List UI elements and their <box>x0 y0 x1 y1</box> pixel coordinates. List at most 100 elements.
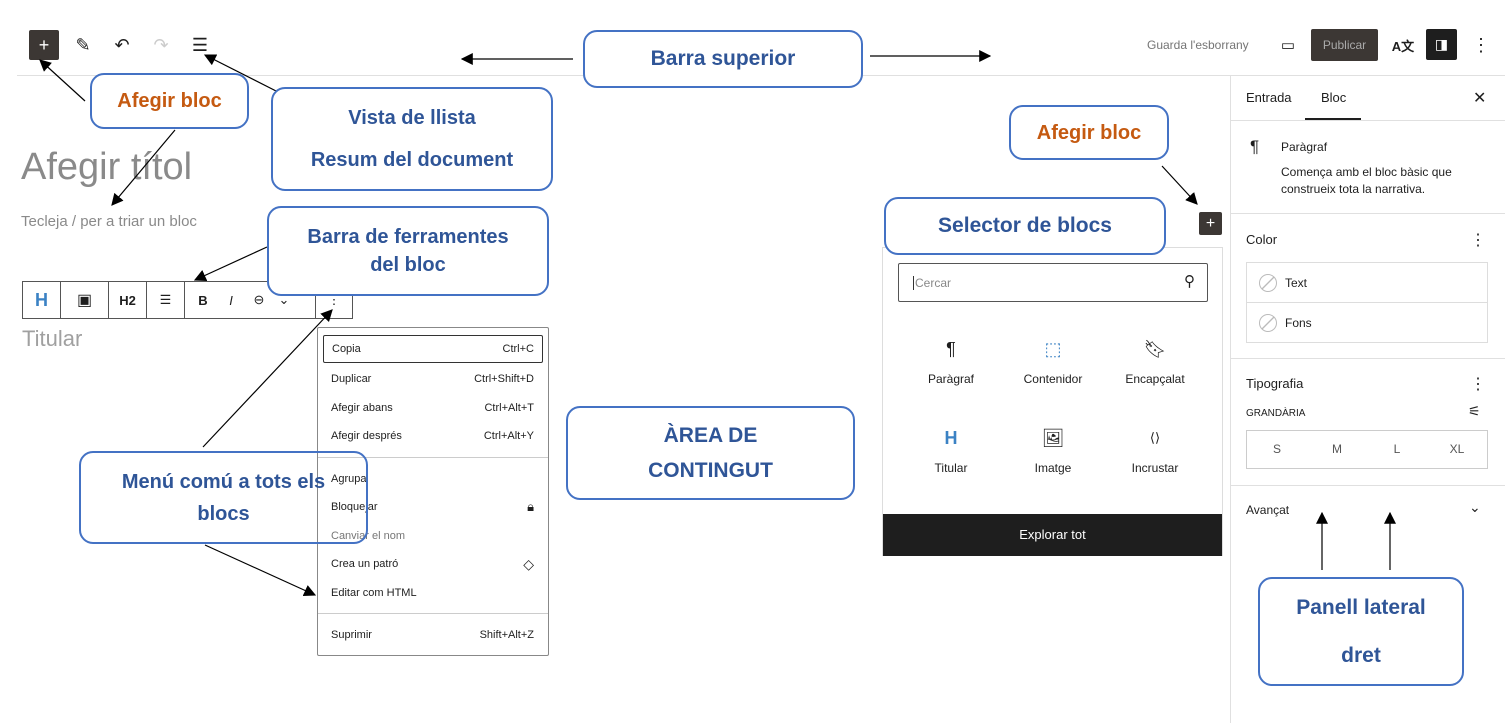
block-cover[interactable]: 🔖︎Encapçalat <box>1105 334 1205 386</box>
empty-swatch-icon <box>1259 313 1277 332</box>
block-group[interactable]: ⬚Contenidor <box>1003 334 1103 386</box>
callout-text: Panell lateral <box>1296 596 1426 620</box>
block-label: Titular <box>934 461 968 475</box>
menu-item-label: Copia <box>332 343 361 355</box>
sidebar-icon: ◨ <box>1434 36 1449 52</box>
paragraph-icon: ¶ <box>946 339 956 359</box>
block-type-button[interactable]: H <box>23 282 61 318</box>
italic-button[interactable]: I <box>229 292 233 308</box>
block-toolbar: H ▣ H2 ☰ B I ⊖ ⌄ ⋮ <box>22 281 353 319</box>
menu-item-lock[interactable]: Bloquejar🔒︎ <box>318 493 548 521</box>
more-formats-button[interactable]: ⌄ <box>277 282 316 318</box>
size-m[interactable]: M <box>1332 442 1342 456</box>
settings-sidebar-button[interactable]: ◨ <box>1426 29 1457 60</box>
tab-bloc[interactable]: Bloc <box>1321 90 1347 105</box>
heading-level-button[interactable]: H2 <box>109 282 147 318</box>
divider <box>1230 358 1505 359</box>
bookmark-icon: 🔖︎ <box>1143 339 1167 359</box>
callout-text: ÀREA DE <box>663 423 758 447</box>
browse-all-button[interactable]: Explorar tot <box>883 514 1222 556</box>
typography-options-button[interactable]: ⋮ <box>1470 376 1486 393</box>
publish-button[interactable]: Publicar <box>1311 29 1378 61</box>
menu-item-shortcut: Ctrl+Alt+T <box>484 402 534 414</box>
callout-text: Menú comú a tots els <box>121 470 326 493</box>
search-icon: ⚲ <box>1184 273 1195 290</box>
typography-panel-title: Tipografia <box>1246 376 1304 391</box>
inline-add-block-button[interactable]: + <box>1199 212 1222 235</box>
tab-entrada[interactable]: Entrada <box>1246 90 1292 105</box>
bold-button[interactable]: B <box>198 292 208 308</box>
color-text-item[interactable]: Text <box>1247 263 1487 303</box>
menu-item-label: Suprimir <box>331 629 372 641</box>
arrow <box>203 54 281 94</box>
menu-item-delete[interactable]: Suprimir Shift+Alt+Z <box>318 621 548 649</box>
menu-item-edit-html[interactable]: Editar com HTML <box>318 579 548 607</box>
color-background-item[interactable]: Fons <box>1247 303 1487 342</box>
menu-item-label: Editar com HTML <box>331 587 417 599</box>
heading-icon: H <box>944 428 958 448</box>
active-tab-indicator <box>1305 118 1361 120</box>
align-button[interactable]: ☰ <box>147 282 185 318</box>
menu-item-rename[interactable]: Canviar el nom <box>318 522 548 550</box>
plus-icon: + <box>1205 214 1216 232</box>
list-view-icon: ☰ <box>191 34 209 55</box>
redo-button[interactable]: ↷ <box>146 30 176 60</box>
color-item-label: Text <box>1285 275 1308 290</box>
arrow <box>1161 165 1198 205</box>
menu-item-label: Agrupa <box>331 473 367 485</box>
select-parent-button[interactable]: ▣ <box>61 282 109 318</box>
advanced-panel-toggle[interactable]: Avançat <box>1246 503 1290 517</box>
callout-text: Resum del document <box>310 149 514 171</box>
options-button[interactable]: ⋮ <box>1466 30 1496 60</box>
heading-block[interactable]: Titular <box>22 326 83 351</box>
menu-item-shortcut: Ctrl+Shift+D <box>474 373 534 385</box>
paragraph-placeholder[interactable]: Tecleja / per a triar un bloc <box>21 213 197 230</box>
block-label: Contenidor <box>1023 372 1083 386</box>
block-embed[interactable]: ⟨⟩Incrustar <box>1105 423 1205 475</box>
preview-button[interactable]: ▭ <box>1273 30 1303 60</box>
color-item-label: Fons <box>1285 315 1312 330</box>
link-button[interactable]: ⊖ <box>241 292 277 308</box>
size-xl[interactable]: XL <box>1449 442 1465 456</box>
tools-button[interactable]: ✎ <box>68 30 98 60</box>
block-label: Imatge <box>1034 461 1072 475</box>
color-options-button[interactable]: ⋮ <box>1470 232 1486 249</box>
callout-text: Barra de ferramentes <box>307 226 509 248</box>
block-heading[interactable]: H Titular <box>901 423 1001 475</box>
translate-button[interactable]: A文 <box>1388 30 1418 60</box>
menu-item-label: Canviar el nom <box>331 530 405 542</box>
arrow <box>202 309 333 448</box>
close-icon: ✕ <box>1473 90 1487 107</box>
list-view-button[interactable]: ☰ <box>185 30 215 60</box>
menu-item-label: Bloquejar <box>331 501 378 513</box>
size-s[interactable]: S <box>1272 442 1281 456</box>
arrow <box>111 129 176 206</box>
undo-button[interactable]: ↶ <box>107 30 137 60</box>
menu-item-create-pattern[interactable]: Crea un patró◇ <box>318 550 548 578</box>
close-sidebar-button[interactable]: ✕ <box>1473 88 1486 108</box>
redo-icon: ↷ <box>153 34 169 55</box>
save-draft-button[interactable]: Guarda l'esborrany <box>1147 38 1249 52</box>
menu-item-group[interactable]: Agrupa <box>318 465 548 493</box>
divider <box>1230 213 1505 214</box>
post-title[interactable]: Afegir títol <box>21 146 193 188</box>
menu-divider <box>318 457 548 458</box>
add-block-button[interactable]: + <box>29 30 59 60</box>
callout-text: Afegir bloc <box>117 90 222 112</box>
color-panel-title: Color <box>1246 232 1278 247</box>
menu-item-shortcut: Shift+Alt+Z <box>479 629 534 641</box>
block-paragraph[interactable]: ¶Paràgraf <box>901 334 1001 386</box>
font-size-custom-button[interactable]: ⚟ <box>1468 403 1481 420</box>
paragraph-icon: ¶ <box>1250 137 1260 156</box>
block-select-icon: ▣ <box>76 292 93 309</box>
size-l[interactable]: L <box>1393 442 1401 456</box>
image-icon: 🖼︎ <box>1041 428 1065 448</box>
callout-text: blocs <box>197 502 250 525</box>
inserter-search-input[interactable]: Cercar ⚲ <box>898 263 1208 302</box>
font-size-picker: S M L XL <box>1246 430 1488 469</box>
block-image[interactable]: 🖼︎ Imatge <box>1003 423 1103 475</box>
